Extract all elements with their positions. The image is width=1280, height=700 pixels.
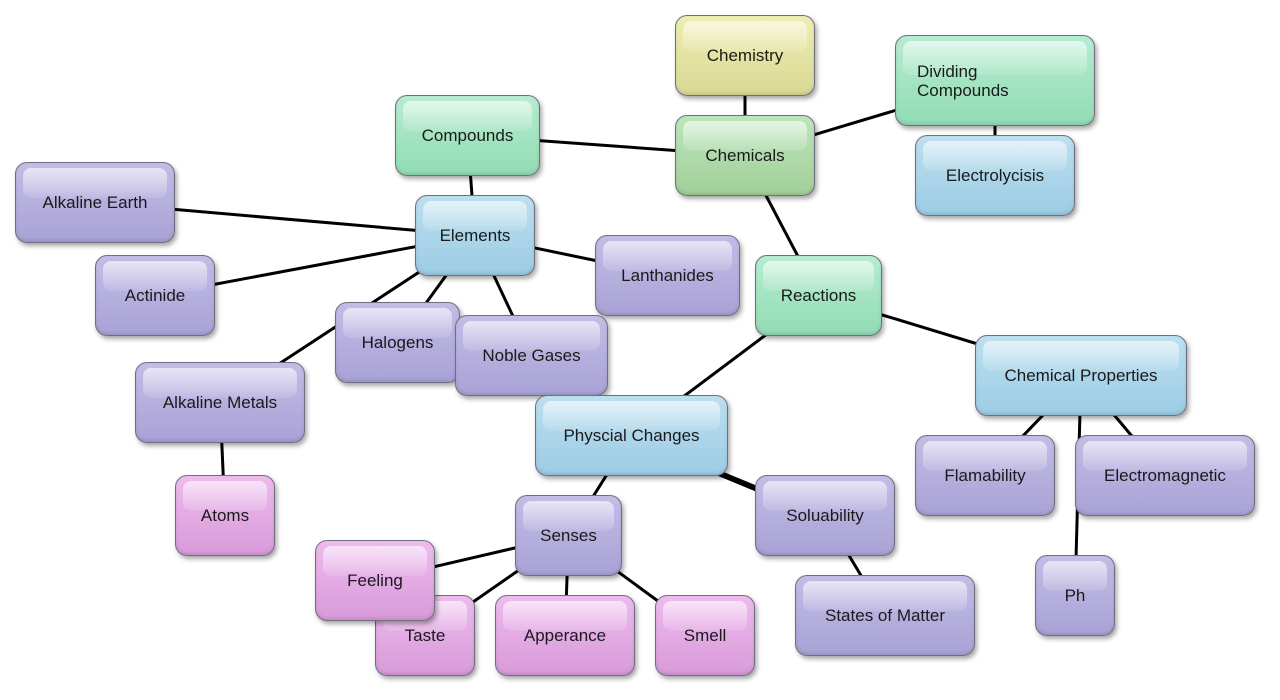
node-atoms[interactable]: Atoms	[175, 475, 275, 556]
node-dividing-compounds[interactable]: Dividing Compounds	[895, 35, 1095, 126]
node-chemicals[interactable]: Chemicals	[675, 115, 815, 196]
node-states-of-matter-label: States of Matter	[825, 606, 945, 625]
node-apperance-label: Apperance	[523, 626, 607, 645]
node-flamability-label: Flamability	[944, 466, 1026, 485]
node-taste-label: Taste	[404, 626, 446, 645]
node-alkaline-earth[interactable]: Alkaline Earth	[15, 162, 175, 243]
node-halogens[interactable]: Halogens	[335, 302, 460, 383]
node-electromagnetic-label: Electromagnetic	[1104, 466, 1226, 485]
node-alkaline-metals-label: Alkaline Metals	[162, 393, 278, 412]
node-compounds[interactable]: Compounds	[395, 95, 540, 176]
node-actinide[interactable]: Actinide	[95, 255, 215, 336]
node-states-of-matter[interactable]: States of Matter	[795, 575, 975, 656]
node-soluability-label: Soluability	[786, 506, 864, 525]
node-senses-label: Senses	[540, 526, 597, 545]
node-atoms-label: Atoms	[200, 506, 250, 525]
node-smell[interactable]: Smell	[655, 595, 755, 676]
node-chemicals-label: Chemicals	[705, 146, 785, 165]
node-ph-label: Ph	[1064, 586, 1086, 605]
node-feeling-label: Feeling	[347, 571, 403, 590]
node-noble-gases[interactable]: Noble Gases	[455, 315, 608, 396]
node-electromagnetic[interactable]: Electromagnetic	[1075, 435, 1255, 516]
node-physcial-changes-label: Physcial Changes	[563, 426, 700, 445]
node-noble-gases-label: Noble Gases	[482, 346, 581, 365]
node-dividing-compounds-label: Dividing Compounds	[917, 61, 1009, 100]
node-physcial-changes[interactable]: Physcial Changes	[535, 395, 728, 476]
node-smell-label: Smell	[683, 626, 727, 645]
node-chemical-properties-label: Chemical Properties	[1004, 366, 1158, 385]
node-elements-label: Elements	[439, 226, 511, 245]
node-flamability[interactable]: Flamability	[915, 435, 1055, 516]
node-reactions-label: Reactions	[780, 286, 857, 305]
node-soluability[interactable]: Soluability	[755, 475, 895, 556]
node-alkaline-metals[interactable]: Alkaline Metals	[135, 362, 305, 443]
node-compounds-label: Compounds	[421, 126, 514, 145]
node-halogens-label: Halogens	[361, 333, 434, 352]
node-lanthanides-label: Lanthanides	[621, 266, 714, 285]
node-chemical-properties[interactable]: Chemical Properties	[975, 335, 1187, 416]
node-elements[interactable]: Elements	[415, 195, 535, 276]
node-ph[interactable]: Ph	[1035, 555, 1115, 636]
node-chemistry-label: Chemistry	[706, 46, 784, 65]
node-electrolycisis-label: Electrolycisis	[945, 166, 1045, 185]
node-feeling[interactable]: Feeling	[315, 540, 435, 621]
node-electrolycisis[interactable]: Electrolycisis	[915, 135, 1075, 216]
node-apperance[interactable]: Apperance	[495, 595, 635, 676]
node-actinide-label: Actinide	[124, 286, 186, 305]
node-reactions[interactable]: Reactions	[755, 255, 882, 336]
node-alkaline-earth-label: Alkaline Earth	[42, 193, 148, 212]
node-lanthanides[interactable]: Lanthanides	[595, 235, 740, 316]
node-chemistry[interactable]: Chemistry	[675, 15, 815, 96]
node-senses[interactable]: Senses	[515, 495, 622, 576]
